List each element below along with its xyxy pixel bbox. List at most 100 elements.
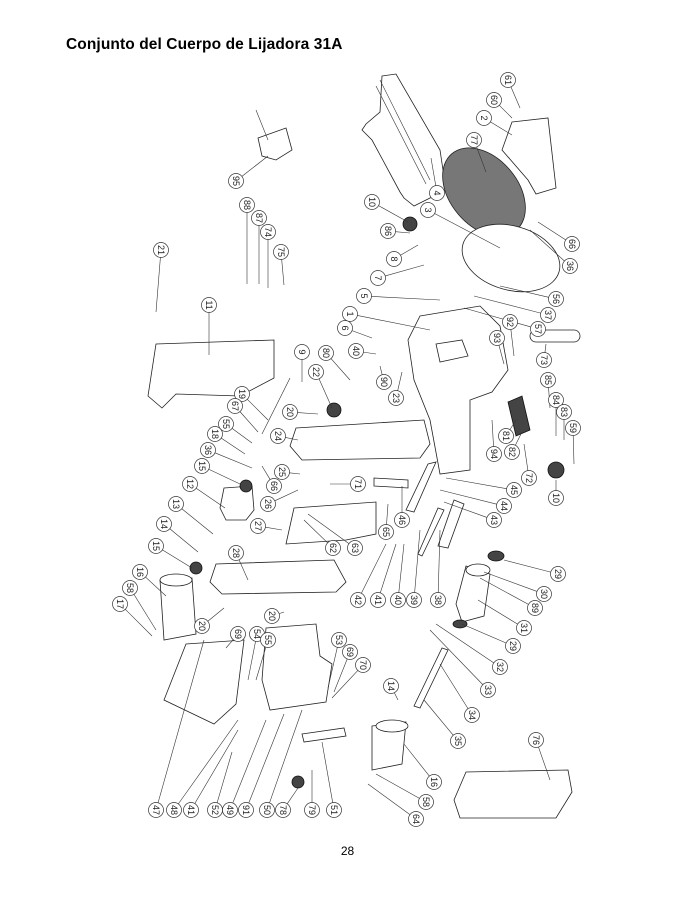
- callout-circle: [234, 386, 250, 402]
- leader-line: [477, 599, 518, 625]
- leader-line: [214, 452, 253, 469]
- leader-line: [423, 699, 454, 736]
- part-pulley-10: [547, 461, 565, 479]
- callout-circle: [450, 733, 466, 749]
- callout-label: 18: [210, 429, 220, 439]
- leader-line: [386, 503, 389, 525]
- callout-13: 13: [168, 496, 214, 535]
- callout-circle: [238, 802, 254, 818]
- callout-65: 65: [378, 503, 394, 540]
- callout-37: 37: [473, 295, 556, 323]
- callout-circle: [194, 618, 210, 634]
- callout-label: 30: [539, 589, 549, 599]
- callout-82: 82: [504, 431, 523, 460]
- leader-line: [225, 639, 234, 649]
- leader-line: [232, 719, 267, 804]
- callout-label: 66: [567, 239, 577, 249]
- callout-80: 80: [318, 345, 351, 381]
- leader-line: [435, 623, 494, 664]
- callout-label: 64: [411, 814, 421, 824]
- leader-line: [327, 647, 338, 689]
- callout-label: 55: [263, 635, 273, 645]
- callout-layer: 6160277958887747521111043868756636563757…: [112, 72, 581, 827]
- callout-29: 29: [503, 559, 566, 582]
- leader-line: [318, 378, 333, 409]
- callout-72: 72: [521, 443, 537, 486]
- leader-line: [181, 508, 214, 535]
- callout-10: 10: [364, 194, 409, 223]
- callout-label: 40: [351, 346, 361, 356]
- callout-94: 94: [486, 419, 502, 462]
- callout-label: 39: [409, 595, 419, 605]
- callout-circle: [521, 470, 537, 486]
- callout-label: 44: [499, 501, 509, 511]
- callout-label: 37: [543, 310, 553, 320]
- part-rod: [261, 377, 291, 435]
- callout-23: 23: [388, 371, 404, 406]
- part-bearing-29b: [452, 619, 468, 629]
- callout-16: 16: [403, 743, 442, 790]
- leader-line: [231, 428, 253, 444]
- leader-line: [476, 146, 487, 173]
- callout-circle: [337, 320, 353, 336]
- callout-label: 58: [421, 797, 431, 807]
- leader-line: [247, 399, 269, 421]
- callout-46: 46: [394, 486, 410, 528]
- leader-line: [178, 719, 239, 805]
- callout-95: 95: [228, 155, 269, 189]
- callout-circle: [200, 442, 216, 458]
- part-table: [361, 73, 447, 207]
- callout-circle: [230, 626, 246, 642]
- callout-label: 53: [334, 635, 344, 645]
- callout-61: 61: [500, 72, 521, 109]
- callout-label: 26: [263, 499, 273, 509]
- leader-line: [443, 501, 488, 518]
- part-bearing-29a: [487, 550, 505, 562]
- part-dust-cover: [453, 769, 573, 819]
- callout-57: 57: [463, 307, 546, 337]
- callout-51: 51: [321, 741, 342, 818]
- callout-86: 86: [380, 223, 411, 239]
- callout-circle: [355, 657, 371, 673]
- callout-circle: [166, 802, 182, 818]
- callout-58: 58: [122, 580, 157, 631]
- callout-22: 22: [308, 364, 333, 409]
- callout-20: 20: [282, 404, 319, 420]
- part-cover-long: [209, 559, 347, 595]
- callout-circle: [350, 592, 366, 608]
- callout-circle: [270, 428, 286, 444]
- leader-line: [394, 692, 399, 701]
- callout-circle: [516, 620, 532, 636]
- callout-8: 8: [386, 244, 419, 267]
- callout-circle: [476, 110, 492, 126]
- callout-label: 60: [489, 95, 499, 105]
- callout-label: 81: [501, 431, 511, 441]
- leader-line: [461, 623, 507, 644]
- callout-label: 4: [432, 190, 442, 195]
- callout-label: 54: [252, 629, 262, 639]
- callout-label: 15: [197, 461, 207, 471]
- callout-circle: [342, 306, 358, 322]
- part-belt-frame: [289, 419, 431, 461]
- callout-label: 3: [423, 207, 433, 212]
- callout-circle: [260, 632, 276, 648]
- leader-line: [133, 594, 157, 631]
- callout-label: 45: [509, 485, 519, 495]
- callout-19: 19: [234, 386, 269, 421]
- leader-line: [414, 529, 421, 593]
- callout-circle: [408, 811, 424, 827]
- callout-label: 83: [559, 407, 569, 417]
- part-plate: [373, 477, 409, 489]
- callout-14: 14: [156, 516, 199, 553]
- callout-circle: [275, 802, 291, 818]
- callout-label: 86: [383, 226, 393, 236]
- leader-line: [378, 205, 409, 223]
- leader-line: [125, 609, 153, 637]
- leader-line: [261, 465, 271, 480]
- callout-71: 71: [330, 476, 366, 492]
- callout-circle: [294, 344, 310, 360]
- callout-circle: [530, 321, 546, 337]
- callout-36: 36: [200, 442, 253, 469]
- callout-circle: [350, 476, 366, 492]
- callout-circle: [364, 194, 380, 210]
